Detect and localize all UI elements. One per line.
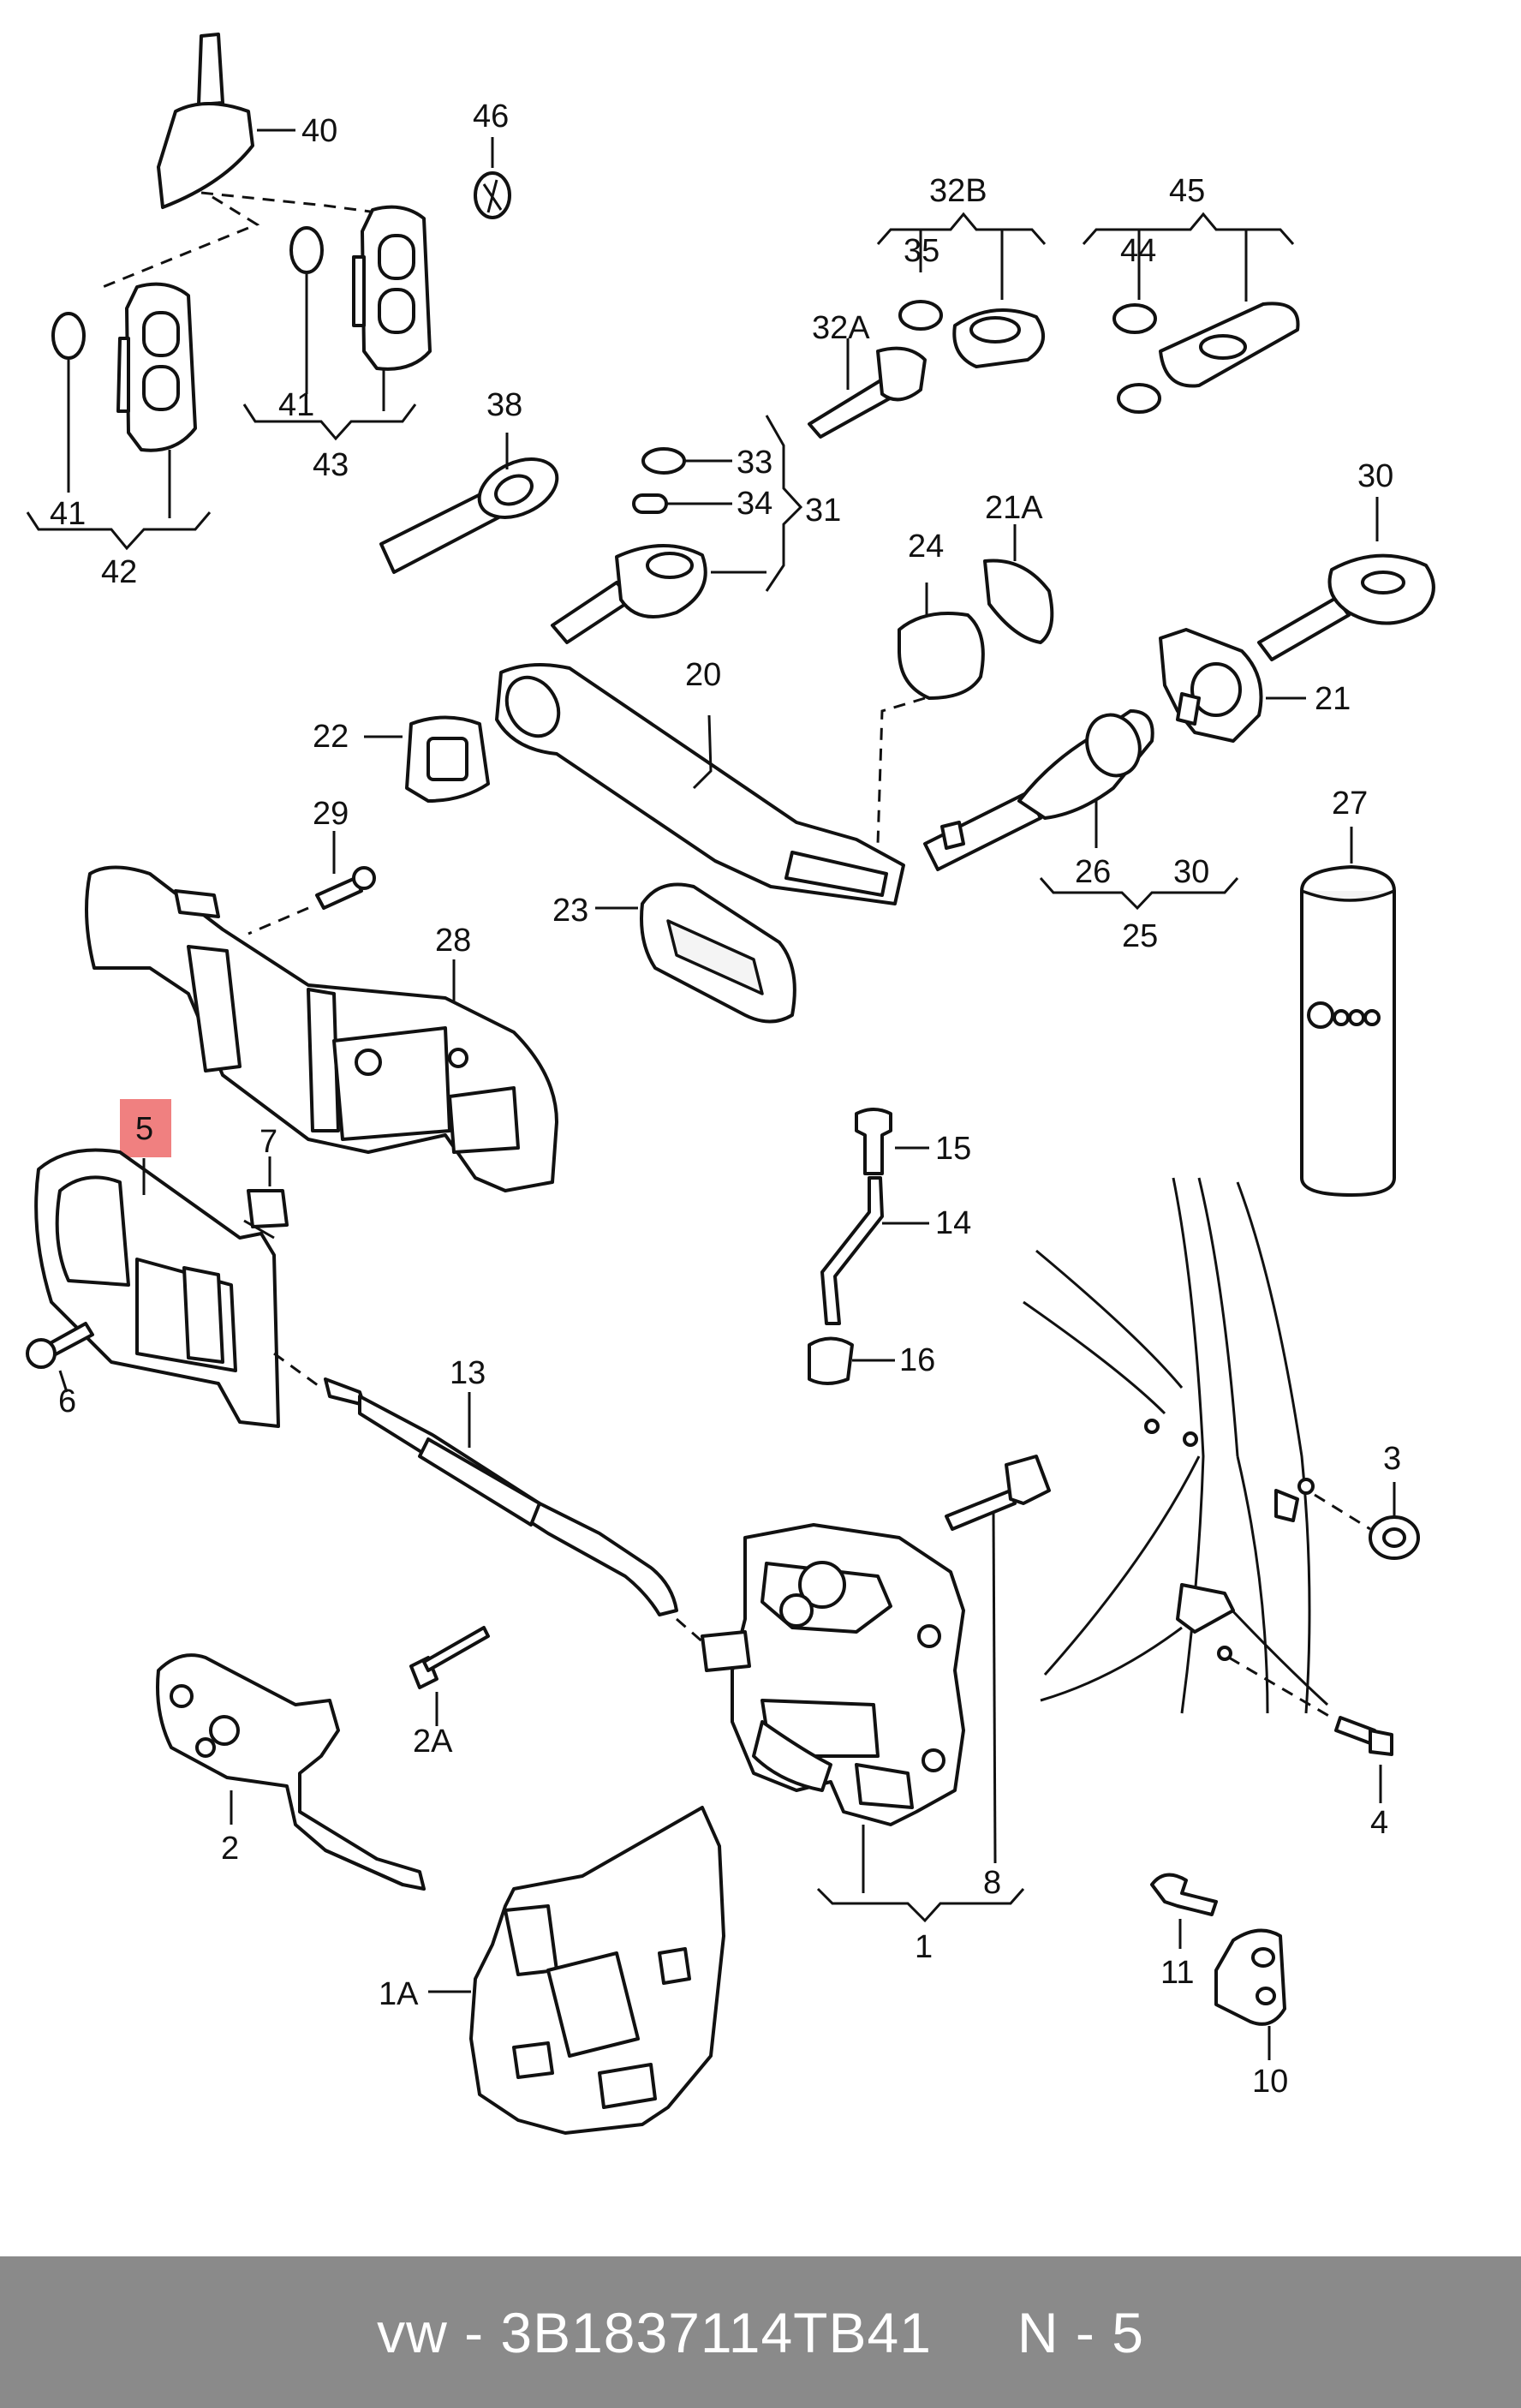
part-13-cable xyxy=(273,1352,712,1651)
footer-part-number: vw - 3B1837114TB41 xyxy=(377,2300,932,2364)
label-8: 8 xyxy=(983,1865,1001,1901)
part-28-handle-carrier xyxy=(85,865,558,1192)
part-23-gasket xyxy=(595,882,796,1024)
part-43-key-fob-right xyxy=(242,205,432,441)
part-44-battery xyxy=(1112,303,1157,334)
part-40-key-head xyxy=(157,33,295,209)
part-2-bracket xyxy=(156,1653,426,1891)
label-43: 43 xyxy=(313,447,349,483)
assembly-line-40 xyxy=(102,195,260,289)
label-45: 45 xyxy=(1169,173,1205,209)
label-2: 2 xyxy=(221,1831,239,1867)
label-41-left: 41 xyxy=(50,496,86,532)
label-28: 28 xyxy=(435,923,471,959)
parts-diagram: 40 46 32B 45 35 44 32A 41 43 41 42 38 33… xyxy=(26,33,1435,2135)
part-labels: 40 46 32B 45 35 44 32A 41 43 41 42 38 33… xyxy=(50,99,1401,2100)
label-2A: 2A xyxy=(413,1724,453,1760)
label-22: 22 xyxy=(313,719,349,755)
assembly-line-24 xyxy=(876,696,926,845)
label-33: 33 xyxy=(737,445,772,481)
part-38-key xyxy=(379,433,559,574)
assembly-line-29 xyxy=(248,906,309,935)
label-6: 6 xyxy=(58,1383,76,1419)
label-10: 10 xyxy=(1252,2064,1288,2100)
part-16-grommet xyxy=(808,1336,895,1385)
part-21-lock-housing xyxy=(1159,628,1306,743)
part-11-bolt xyxy=(1150,1873,1218,1949)
part-41-ring-right xyxy=(289,226,324,274)
part-20-exterior-handle xyxy=(495,663,905,905)
part-4-screw xyxy=(1228,1656,1393,1803)
label-32B: 32B xyxy=(929,173,987,209)
part-1A-housing xyxy=(428,1806,725,2135)
part-31-key-assembly xyxy=(551,415,803,644)
label-41-right: 41 xyxy=(278,387,314,423)
label-20: 20 xyxy=(685,657,721,693)
label-30-bottom: 30 xyxy=(1173,854,1209,890)
door-frame xyxy=(1023,1177,1329,1714)
label-1: 1 xyxy=(915,1929,933,1965)
label-14: 14 xyxy=(935,1205,971,1241)
part-7-clip xyxy=(243,1156,289,1240)
part-5-interior-handle xyxy=(34,1148,280,1428)
part-35-battery xyxy=(898,300,943,331)
part-46-badge xyxy=(474,137,511,219)
part-1-door-lock xyxy=(701,1523,1025,1923)
label-23: 23 xyxy=(552,893,588,929)
assembly-line-40b xyxy=(200,191,378,214)
part-45-remote-key xyxy=(1082,212,1300,414)
part-15-bolt xyxy=(855,1108,929,1175)
part-number-footer: vw - 3B1837114TB41 N - 5 xyxy=(0,2256,1521,2408)
label-5: 5 xyxy=(135,1111,153,1147)
label-25: 25 xyxy=(1122,918,1158,954)
label-30-top: 30 xyxy=(1357,458,1393,494)
label-26: 26 xyxy=(1075,854,1111,890)
part-27-spray-can xyxy=(1300,827,1396,1197)
label-3: 3 xyxy=(1383,1441,1401,1477)
label-38: 38 xyxy=(486,387,522,423)
part-29-screw xyxy=(315,831,376,910)
part-22-gasket xyxy=(364,715,490,803)
label-24: 24 xyxy=(908,529,944,565)
part-14-rod xyxy=(820,1176,929,1325)
label-15: 15 xyxy=(935,1131,971,1167)
part-24-cap xyxy=(898,583,985,700)
part-42-key-fob-left xyxy=(26,282,212,551)
label-46: 46 xyxy=(473,99,509,134)
part-3-grommet xyxy=(1314,1482,1420,1560)
part-6-screw xyxy=(26,1322,94,1393)
part-8-sensor xyxy=(945,1455,1051,1864)
part-21A-gasket xyxy=(983,524,1054,644)
part-2A-pin xyxy=(409,1626,490,1726)
part-41-ring-left xyxy=(51,312,86,360)
label-16: 16 xyxy=(899,1342,935,1378)
part-26-lock-cylinder xyxy=(923,709,1239,911)
label-35: 35 xyxy=(904,233,939,269)
label-27: 27 xyxy=(1332,786,1368,822)
footer-position: N - 5 xyxy=(1017,2300,1144,2364)
part-30-key xyxy=(1257,497,1435,661)
label-7: 7 xyxy=(259,1124,277,1160)
label-11: 11 xyxy=(1160,1955,1194,1991)
highlight-part-5 xyxy=(120,1099,171,1157)
part-32-key-set xyxy=(808,212,1047,439)
label-32A: 32A xyxy=(812,310,870,346)
label-29: 29 xyxy=(313,796,349,832)
part-34-bulb xyxy=(632,493,668,514)
label-4: 4 xyxy=(1370,1805,1388,1841)
label-1A: 1A xyxy=(379,1976,419,2012)
label-13: 13 xyxy=(450,1355,486,1391)
label-42: 42 xyxy=(101,554,137,590)
label-21: 21 xyxy=(1315,681,1351,717)
label-34: 34 xyxy=(737,486,772,522)
part-33-battery xyxy=(641,447,686,475)
label-40: 40 xyxy=(301,113,337,149)
part-10-striker-plate xyxy=(1214,1928,1286,2060)
label-21A: 21A xyxy=(985,490,1043,526)
label-31: 31 xyxy=(805,493,841,529)
label-44: 44 xyxy=(1120,233,1156,269)
